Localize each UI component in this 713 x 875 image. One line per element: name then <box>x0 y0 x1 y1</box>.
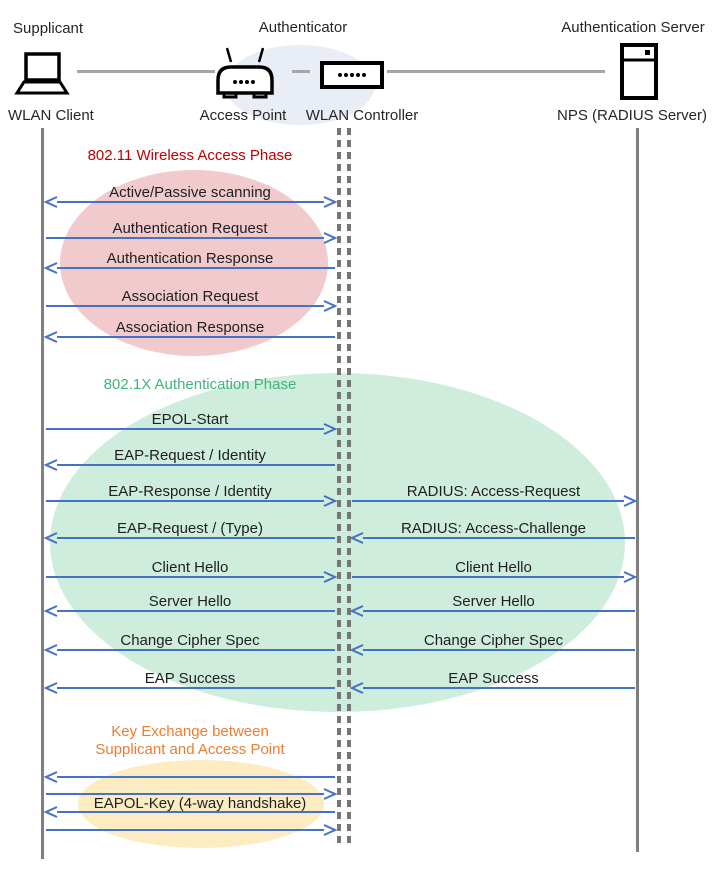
arrow-eapol-key-3 <box>44 805 337 819</box>
message-label-eap-request-identity: EAP-Request / Identity <box>114 447 266 464</box>
message-label-authentication-request: Authentication Request <box>112 220 268 237</box>
role-label-supplicant: Supplicant <box>13 20 84 37</box>
message-label-change-cipher-spec-left: Change Cipher Spec <box>120 632 260 649</box>
message-label-server-hello-left: Server Hello <box>148 593 232 610</box>
lifeline-nps-server <box>636 128 639 852</box>
message-label-radius-access-challenge: RADIUS: Access-Challenge <box>400 520 587 537</box>
message-label-eap-success-left: EAP Success <box>144 670 236 687</box>
message-label-server-hello-right: Server Hello <box>452 593 535 610</box>
arrow-eap-request-identity <box>44 458 337 472</box>
arrow-eapol-key-2 <box>44 787 337 801</box>
connector-controller-server <box>387 70 605 73</box>
arrow-eap-response-identity <box>44 494 337 508</box>
arrow-change-cipher-spec-right <box>350 643 637 657</box>
message-label-authentication-response: Authentication Response <box>106 250 274 267</box>
message-label-change-cipher-spec-right: Change Cipher Spec <box>423 632 564 649</box>
message-label-eap-request-type: EAP-Request / (Type) <box>117 520 263 537</box>
role-label-authenticator: Authenticator <box>258 19 348 36</box>
phase3-ellipse <box>78 760 324 848</box>
node-label-wlan-client: WLAN Client <box>8 107 94 124</box>
server-icon <box>620 43 658 100</box>
arrow-server-hello-right <box>350 604 637 618</box>
message-label-association-response: Association Response <box>115 319 265 336</box>
arrow-association-response <box>44 330 337 344</box>
message-label-radius-access-request: RADIUS: Access-Request <box>406 483 581 500</box>
message-label-active-passive-scanning: Active/Passive scanning <box>109 184 271 201</box>
arrow-epol-start <box>44 422 337 436</box>
arrow-eap-success-left <box>44 681 337 695</box>
arrow-eapol-key-4 <box>44 823 337 837</box>
wlan-controller-icon <box>320 61 384 89</box>
arrow-eap-success-right <box>350 681 637 695</box>
phase3-title-line2: Supplicant and Access Point <box>95 741 285 758</box>
message-label-client-hello-left: Client Hello <box>151 559 229 576</box>
message-label-eapol-key: EAPOL-Key (4-way handshake) <box>93 795 307 812</box>
arrow-authentication-request <box>44 231 337 245</box>
connector-ap-controller <box>292 70 310 73</box>
connector-client-ap <box>77 70 215 73</box>
arrow-client-hello-left <box>44 570 337 584</box>
phase3-title-line1: Key Exchange between <box>111 723 269 740</box>
arrow-client-hello-right <box>350 570 637 584</box>
message-label-eap-success-right: EAP Success <box>448 670 539 687</box>
arrow-active-passive-scanning <box>44 195 337 209</box>
arrow-eapol-key-1 <box>44 770 337 784</box>
lifeline-wlan-controller-dash-2 <box>347 128 351 847</box>
role-label-authentication-server: Authentication Server <box>561 19 705 36</box>
node-label-wlan-controller: WLAN Controller <box>305 107 419 124</box>
arrow-association-request <box>44 299 337 313</box>
arrow-server-hello-left <box>44 604 337 618</box>
access-point-icon <box>216 47 274 99</box>
message-label-association-request: Association Request <box>121 288 259 305</box>
phase1-title: 802.11 Wireless Access Phase <box>87 147 293 164</box>
arrow-radius-access-challenge <box>350 531 637 545</box>
node-label-access-point: Access Point <box>199 107 287 124</box>
arrow-eap-request-type <box>44 531 337 545</box>
arrow-authentication-response <box>44 261 337 275</box>
arrow-radius-access-request <box>350 494 637 508</box>
message-label-eap-response-identity: EAP-Response / Identity <box>108 483 272 500</box>
message-label-client-hello-right: Client Hello <box>455 559 532 576</box>
lifeline-wlan-client <box>41 128 44 859</box>
arrow-change-cipher-spec-left <box>44 643 337 657</box>
laptop-icon <box>14 52 70 95</box>
node-label-nps: NPS (RADIUS Server) <box>556 107 708 124</box>
message-label-epol-start: EPOL-Start <box>151 411 229 428</box>
phase2-title: 802.1X Authentication Phase <box>103 376 297 393</box>
lifeline-wlan-controller-dash-1 <box>337 128 341 847</box>
